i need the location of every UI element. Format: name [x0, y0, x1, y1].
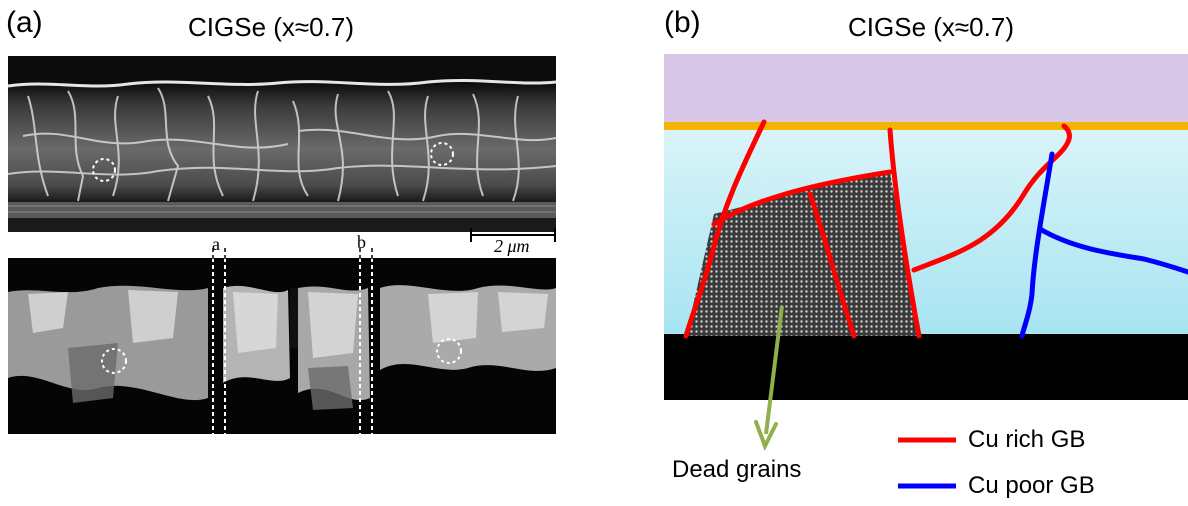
guide-lines-upper — [212, 248, 373, 260]
panel-a-title: CIGSe (x≈0.7) — [188, 12, 354, 42]
top-layer — [664, 54, 1188, 122]
interface-layer — [664, 122, 1188, 130]
legend-label-cu-poor: Cu poor GB — [968, 472, 1095, 499]
dead-grains-region — [686, 172, 919, 336]
cu-rich-gb-lines — [683, 119, 1072, 339]
arrow-head — [754, 420, 778, 451]
line-b-label: b — [357, 232, 366, 252]
legend-label-cu-rich: Cu rich GB — [968, 426, 1086, 453]
cu-poor-gb-lines — [1019, 151, 1188, 339]
panel-b-title: CIGSe (x≈0.7) — [848, 12, 1014, 42]
sem-cross-section-bottom — [8, 258, 556, 434]
sem-cross-section-top — [8, 56, 556, 232]
dead-grains-arrow — [764, 305, 784, 435]
substrate-layer — [664, 334, 1188, 400]
scale-bar — [470, 228, 556, 242]
gb-schematic — [664, 54, 1188, 489]
line-a-label: a — [212, 234, 220, 254]
dead-grains-label: Dead grains — [672, 456, 802, 483]
panel-a-label: (a) — [6, 6, 43, 39]
panel-b-label: (b) — [664, 6, 701, 39]
scale-bar-label: 2 μm — [494, 236, 530, 256]
